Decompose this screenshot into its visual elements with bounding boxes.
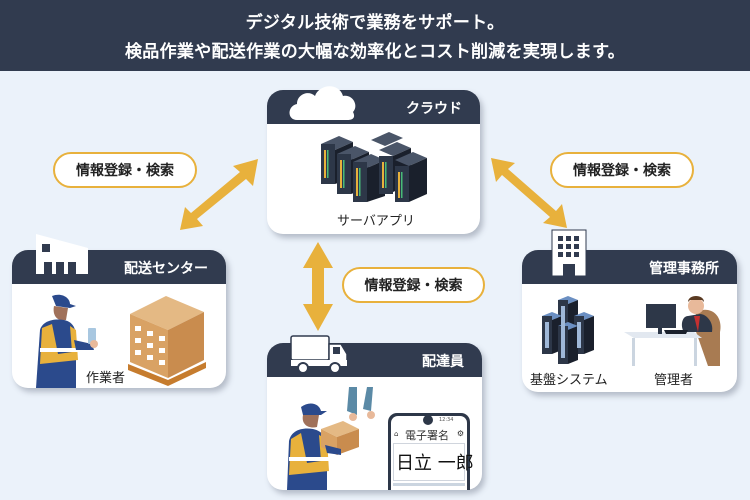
phone-status-time: 12:34	[439, 417, 454, 423]
double-arrow-icon	[303, 242, 333, 331]
item-label: サーバアプリ	[337, 214, 415, 229]
node-courier: 配達員 12:34 ⌂ 電子署名 ⚙ 日立 一郎	[267, 335, 482, 490]
node-cloud: クラウド サーバアプリ	[267, 86, 480, 234]
link-label-driver-cloud: 情報登録・検索	[342, 267, 485, 303]
phone-camera-notch	[423, 415, 433, 425]
node-title: クラウド	[406, 101, 462, 117]
item-label: 管理者	[654, 373, 694, 388]
signature-text: 日立 一郎	[396, 453, 474, 474]
cloud-icon	[289, 86, 356, 120]
node-title: 管理事務所	[649, 261, 719, 277]
banner-line-1: デジタル技術で業務をサポート。	[245, 13, 505, 33]
server-rack-icon	[321, 132, 427, 202]
signature-area[interactable]: 日立 一郎	[393, 443, 474, 481]
item-label: 作業者	[86, 371, 126, 386]
phone-screen-title: 電子署名	[405, 429, 449, 442]
link-label-office-cloud: 情報登録・検索	[550, 152, 694, 188]
node-distribution-center: 配送センター 作業者	[12, 234, 226, 388]
courier-icon	[287, 387, 375, 490]
link-label-center-cloud: 情報登録・検索	[53, 152, 197, 188]
manager-at-desk-icon	[624, 296, 721, 366]
pallet-boxes-icon	[128, 296, 206, 386]
node-title: 配達員	[422, 354, 464, 370]
phone-signature-screen: 12:34 ⌂ 電子署名 ⚙ 日立 一郎	[388, 413, 474, 490]
warehouse-icon	[36, 234, 88, 274]
home-icon: ⌂	[394, 430, 399, 438]
phone-bottom-bar	[393, 483, 465, 486]
header-banner: デジタル技術で業務をサポート。 検品作業や配送作業の大幅な効率化とコスト削減を実…	[0, 0, 750, 71]
building-icon	[551, 229, 587, 277]
banner-line-2: 検品作業や配送作業の大幅な効率化とコスト削減を実現します。	[125, 42, 625, 62]
node-title: 配送センター	[124, 261, 208, 277]
truck-icon	[290, 335, 348, 374]
server-rack-icon	[542, 296, 594, 364]
worker-icon	[36, 294, 98, 388]
item-label: 基盤システム	[530, 373, 608, 388]
node-management-office: 管理事務所 基盤システム 管理者	[522, 229, 737, 392]
gear-icon[interactable]: ⚙	[456, 429, 464, 438]
